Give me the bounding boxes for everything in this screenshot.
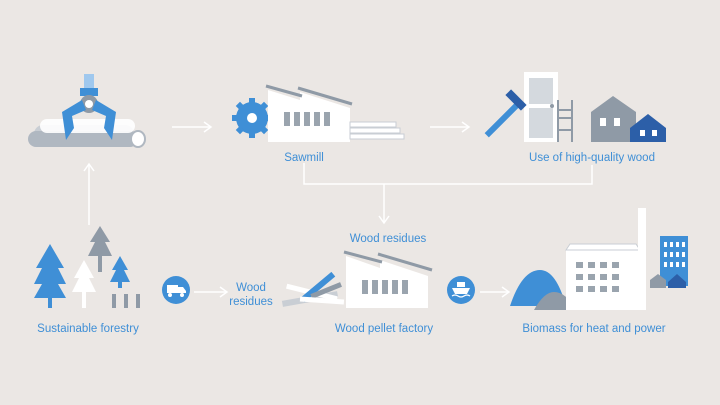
wood-pellet-factory-label: Wood pellet factory xyxy=(334,323,434,335)
pellet-factory-icon xyxy=(343,250,433,308)
arrow-pellet-to-biomass xyxy=(480,286,511,298)
arrow-sawmill-to-wood-use xyxy=(430,121,471,133)
truck-icon xyxy=(162,276,190,304)
high-quality-wood-label: Use of high-quality wood xyxy=(529,152,655,164)
trees-icon xyxy=(34,226,140,308)
log-grabber-icon xyxy=(28,74,146,148)
ship-icon xyxy=(447,276,475,304)
chair-icon xyxy=(557,100,573,142)
biomass-label: Biomass for heat and power xyxy=(522,323,666,335)
wood-residues-left-label-line1: Wood xyxy=(236,282,266,294)
sawmill-label: Sawmill xyxy=(284,152,324,164)
arrow-forestry-to-pellet xyxy=(194,286,229,298)
wood-residues-center-label: Wood residues xyxy=(349,233,427,245)
sawmill-icon xyxy=(232,84,405,142)
arrow-grabber-to-sawmill xyxy=(172,121,213,133)
high-quality-wood-icon xyxy=(484,72,666,142)
sustainable-forestry-label: Sustainable forestry xyxy=(37,323,139,335)
door-icon xyxy=(524,72,558,142)
wood-sticks-icon xyxy=(281,271,345,307)
power-plant-icon xyxy=(565,208,646,310)
saw-blade-icon xyxy=(232,98,272,138)
connector-lines xyxy=(83,162,593,225)
hammer-icon xyxy=(484,89,527,138)
wood-residues-left-label-line2: residues xyxy=(229,296,273,308)
houses-icon xyxy=(591,96,666,142)
city-icon xyxy=(650,236,688,288)
biomass-pile-icon xyxy=(510,270,576,310)
